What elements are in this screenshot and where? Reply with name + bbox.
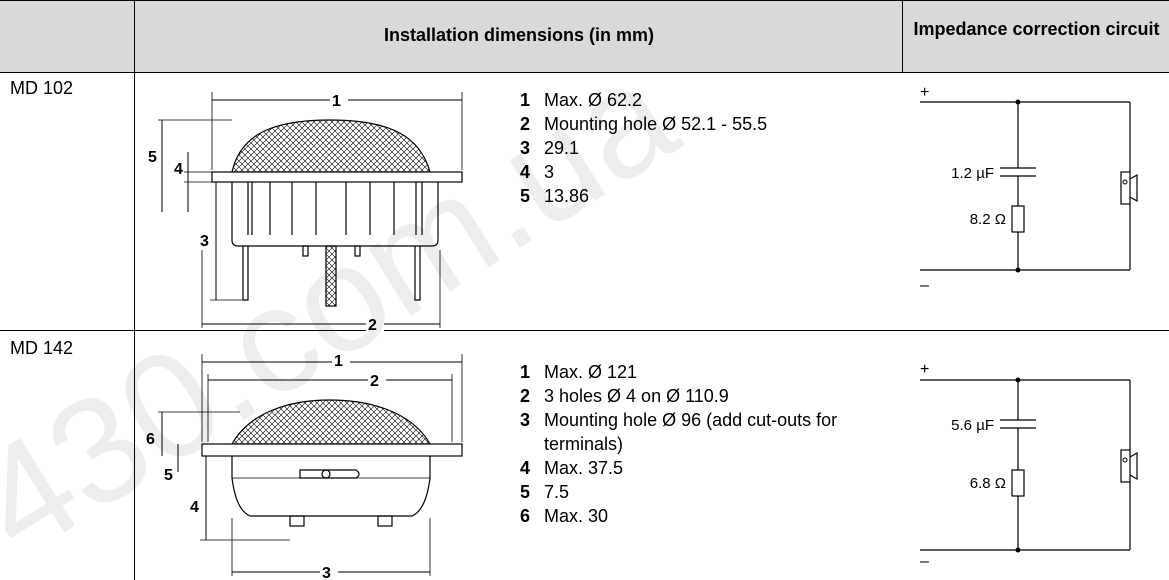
dim-number: 2 (520, 386, 531, 406)
callout-5: 5 (148, 149, 157, 166)
callout-4: 4 (190, 499, 199, 516)
dim-value: Mounting hole Ø 52.1 - 55.5 (544, 114, 768, 134)
callout-1: 1 (334, 353, 343, 370)
dim-value: Max. 37.5 (544, 458, 624, 478)
circuit-md142: + – 5.6 µF 6.8 Ω (920, 361, 1138, 570)
column-divider-circuit (902, 0, 903, 72)
dim-number: 1 (520, 362, 531, 382)
dim-value: Max. Ø 121 (544, 362, 638, 382)
list-item: 1 Max. Ø 121 (520, 360, 850, 384)
resistor-label: 6.8 Ω (970, 475, 1006, 492)
header-dimensions: Installation dimensions (in mm) (383, 25, 655, 45)
resistor-label: 8.2 Ω (970, 211, 1006, 228)
capacitor-label: 1.2 µF (951, 165, 994, 182)
callout-2: 2 (368, 317, 377, 334)
table-border-top (0, 0, 1169, 1)
table-header-background (0, 0, 1169, 72)
circuit-md102: + – 1.2 µF 8.2 Ω (920, 84, 1138, 294)
dim-number: 5 (520, 482, 531, 502)
callout-5: 5 (164, 467, 173, 484)
dim-value: Max. 30 (544, 506, 609, 526)
dims-list-md102: 1 Max. Ø 62.2 2 Mounting hole Ø 52.1 - 55.… (520, 88, 850, 208)
dim-number: 4 (520, 162, 531, 182)
terminal-plus: + (920, 361, 929, 378)
callout-6: 6 (146, 431, 155, 448)
callout-2: 2 (370, 373, 379, 390)
dim-value: 7.5 (544, 482, 570, 502)
dim-value: 29.1 (544, 138, 580, 158)
dim-value: 3 (544, 162, 555, 182)
header-divider (0, 72, 1169, 73)
dim-value: 3 holes Ø 4 on Ø 110.9 (544, 386, 729, 406)
column-divider-model (134, 0, 135, 580)
dim-number: 3 (520, 410, 531, 430)
dim-value: Mounting hole Ø 96 (add cut-outs for ter… (544, 410, 838, 454)
model-md102: MD 102 (10, 78, 74, 98)
capacitor-label: 5.6 µF (951, 417, 994, 434)
callout-1: 1 (332, 93, 341, 110)
dim-value: Max. Ø 62.2 (544, 90, 643, 110)
list-item: 2 Mounting hole Ø 52.1 - 55.5 (520, 112, 850, 136)
dim-number: 5 (520, 186, 531, 206)
list-item: 1 Max. Ø 62.2 (520, 88, 850, 112)
dim-number: 4 (520, 458, 531, 478)
dim-value: 13.86 (544, 186, 590, 206)
dims-list-md142: 1 Max. Ø 121 2 3 holes Ø 4 on Ø 110.9 3 Mou… (520, 360, 850, 528)
dim-number: 3 (520, 138, 531, 158)
list-item: 6 Max. 30 (520, 504, 850, 528)
header-circuit: Impedance correction circuit (913, 19, 1160, 39)
terminal-minus: – (920, 277, 929, 294)
drawing-md142: 1 2 3 4 5 6 (146, 352, 463, 580)
terminal-plus: + (920, 84, 929, 101)
list-item: 2 3 holes Ø 4 on Ø 110.9 (520, 384, 850, 408)
list-item: 4 Max. 37.5 (520, 456, 850, 480)
list-item: 3 Mounting hole Ø 96 (add cut-outs for te… (520, 408, 850, 456)
dim-number: 6 (520, 506, 531, 526)
drawing-md102: 1 2 3 4 5 (148, 92, 463, 334)
dim-number: 2 (520, 114, 531, 134)
callout-3: 3 (322, 565, 331, 580)
callout-3: 3 (200, 233, 209, 250)
row-divider (0, 330, 1169, 331)
dim-number: 1 (520, 90, 531, 110)
terminal-minus: – (920, 553, 929, 570)
model-md142: MD 142 (10, 338, 74, 358)
callout-4: 4 (174, 161, 183, 178)
